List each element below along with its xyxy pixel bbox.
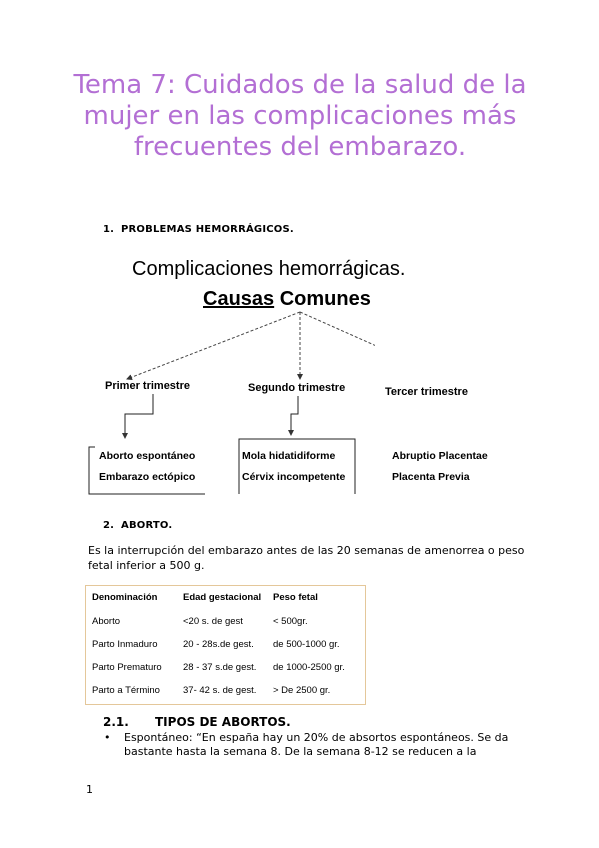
- bracket-first: [88, 446, 205, 495]
- section-label: ABORTO.: [121, 520, 173, 531]
- list-item: Mola hidatidiforme: [242, 450, 336, 462]
- subsection-heading: 2.1. TIPOS DE ABORTOS.: [103, 715, 291, 729]
- branch-label-second: Segundo trimestre: [248, 382, 346, 394]
- subtitle-underlined: Causas: [203, 288, 275, 310]
- subsection-number: 2.1.: [103, 715, 129, 729]
- bullet-text: Espontáneo: “En españa hay un 20% de abs…: [124, 731, 509, 758]
- dashed-arrow-third: [299, 311, 375, 346]
- page-number: 1: [86, 783, 93, 796]
- list-item: Placenta Previa: [392, 471, 470, 483]
- dashed-arrow-first: [126, 311, 301, 380]
- definition-paragraph: Es la interrupción del embarazo antes de…: [88, 544, 525, 572]
- section-heading-1: 1. PROBLEMAS HEMORRÁGICOS.: [103, 224, 294, 235]
- table-header-denominacion: Denominación: [92, 592, 158, 603]
- table-header-peso: Peso fetal: [273, 592, 318, 603]
- list-item: Aborto espontáneo: [99, 450, 196, 462]
- list-item: Embarazo ectópico: [99, 471, 196, 483]
- subsection-label: TIPOS DE ABORTOS.: [155, 715, 291, 729]
- subtitle-rest: Comunes: [279, 288, 371, 310]
- bullet-icon: •: [104, 731, 111, 744]
- table-cell: Parto Inmaduro: [92, 639, 158, 650]
- table-cell: Aborto: [92, 616, 120, 627]
- section-label: PROBLEMAS HEMORRÁGICOS.: [121, 224, 294, 235]
- bracket-second: [238, 438, 356, 494]
- page-title: Tema 7: Cuidados de la salud de la mujer…: [73, 70, 527, 162]
- table-cell: de 1000-2500 gr.: [273, 662, 345, 673]
- table-cell: 37- 42 s. de gest.: [183, 685, 257, 696]
- elbow-arrow-second: [288, 396, 299, 436]
- gestation-table: Denominación Edad gestacional Peso fetal…: [85, 585, 366, 705]
- section-number: 2.: [103, 520, 115, 531]
- table-cell: 20 - 28s.de gest.: [183, 639, 254, 650]
- diagram-subtitle: Causas Comunes: [203, 288, 371, 311]
- table-cell: <20 s. de gest: [183, 616, 243, 627]
- table-cell: Parto a Término: [92, 685, 160, 696]
- diagram-title: Complicaciones hemorrágicas.: [132, 258, 406, 280]
- hemorrhage-diagram: Complicaciones hemorrágicas. Causas Comu…: [85, 252, 488, 502]
- diagram-connectors: [88, 311, 375, 495]
- table-cell: de 500-1000 gr.: [273, 639, 340, 650]
- branch-label-first: Primer trimestre: [105, 380, 190, 392]
- list-item: Abruptio Placentae: [392, 450, 488, 462]
- table-cell: > De 2500 gr.: [273, 685, 331, 696]
- section-number: 1.: [103, 224, 115, 235]
- elbow-arrow-first: [122, 394, 154, 439]
- table-cell: Parto Prematuro: [92, 662, 162, 673]
- branch-label-third: Tercer trimestre: [385, 386, 468, 398]
- section-heading-2: 2. ABORTO.: [103, 520, 172, 531]
- table-cell: < 500gr.: [273, 616, 308, 627]
- table-header-edad: Edad gestacional: [183, 592, 262, 603]
- list-item: Cérvix incompetente: [242, 471, 346, 483]
- table-cell: 28 - 37 s.de gest.: [183, 662, 257, 673]
